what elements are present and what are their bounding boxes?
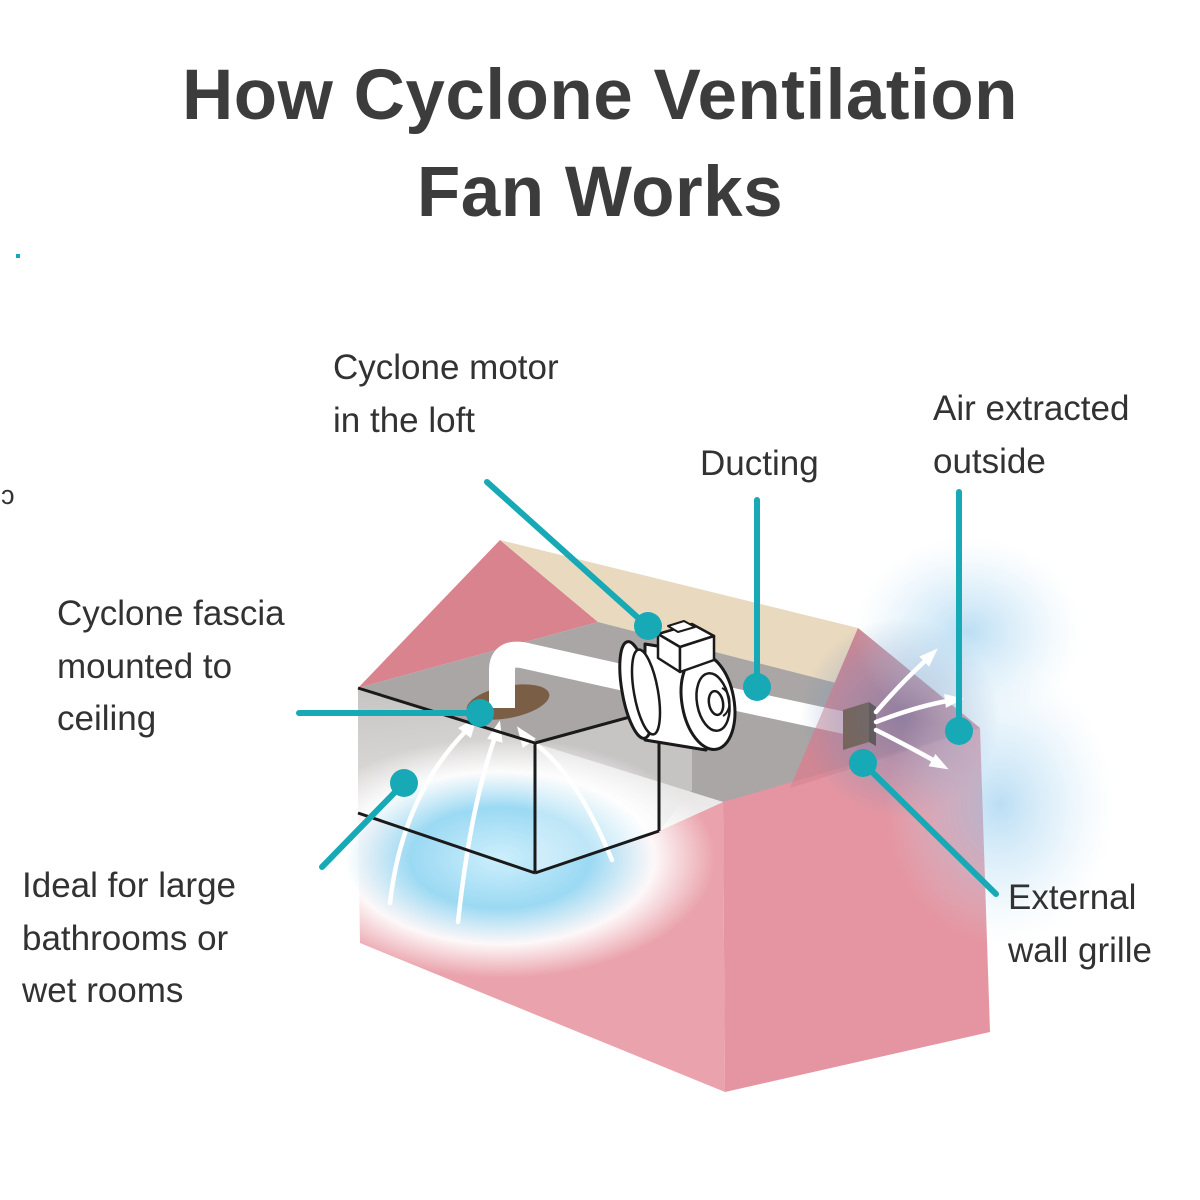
label-ideal-rooms: Ideal for large bathrooms or wet rooms [22,866,237,1010]
bathroom-box [357,686,693,875]
page-title: How Cyclone Ventilation Fan Works [181,56,1018,232]
callout-dot-grille [849,749,877,777]
cyclone-fan-unit [618,620,737,752]
callout-line-motor [484,479,648,627]
outside-air-glow [800,537,1115,945]
label-cyclone-motor: Cyclone motor in the loft [333,348,559,440]
edge-teal-speck [16,254,20,258]
callout-line-grille [863,763,999,897]
callout-dot-fascia [466,699,494,727]
callouts [296,479,999,897]
left-gable [358,540,598,688]
callout-dot-air [945,717,973,745]
label-external-wall-grille: External wall grille [1008,878,1152,970]
edge-cropped-glyph: ɔ [1,480,15,510]
label-air-extracted: Air extracted outside [933,389,1130,481]
callout-dot-ideal [390,769,418,797]
label-cyclone-fascia: Cyclone fascia mounted to ceiling [57,594,285,738]
bathroom-airflow-arrows [387,716,615,925]
loft-floor [358,622,852,802]
duct-left-run [489,641,655,708]
label-ducting: Ducting [700,444,819,483]
callout-dot-motor [634,612,662,640]
callout-line-ideal [319,784,403,870]
exhaust-arrows [873,648,964,770]
callout-dot-ducting [743,673,771,701]
